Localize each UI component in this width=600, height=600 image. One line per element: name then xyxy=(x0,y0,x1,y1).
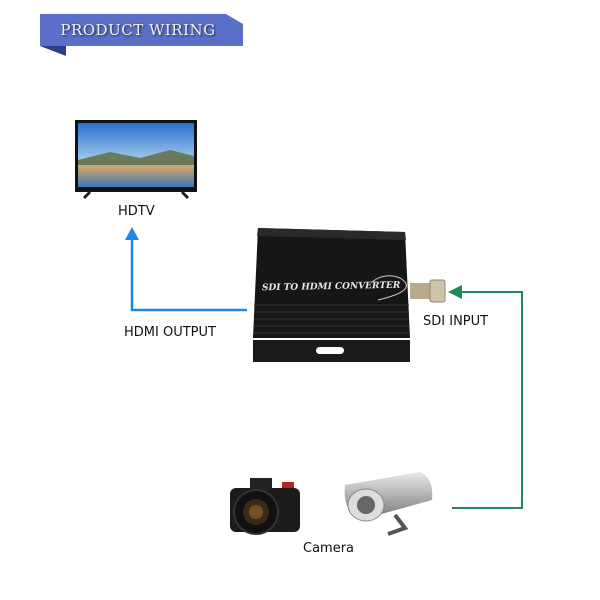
converter-image xyxy=(253,228,446,362)
sdi-input-label: SDI INPUT xyxy=(423,314,489,329)
hdmi-output-label: HDMI OUTPUT xyxy=(124,325,216,340)
camera-label: Camera xyxy=(303,541,355,556)
banner-title: PRODUCT WIRING xyxy=(60,21,216,39)
sdi-arrow xyxy=(448,285,523,509)
cctv-camera-image xyxy=(344,472,433,536)
dslr-camera-image xyxy=(230,478,300,535)
hdtv-image xyxy=(75,120,197,200)
hdmi-arrow xyxy=(125,227,247,312)
banner xyxy=(40,14,243,56)
hdtv-label: HDTV xyxy=(118,204,155,219)
